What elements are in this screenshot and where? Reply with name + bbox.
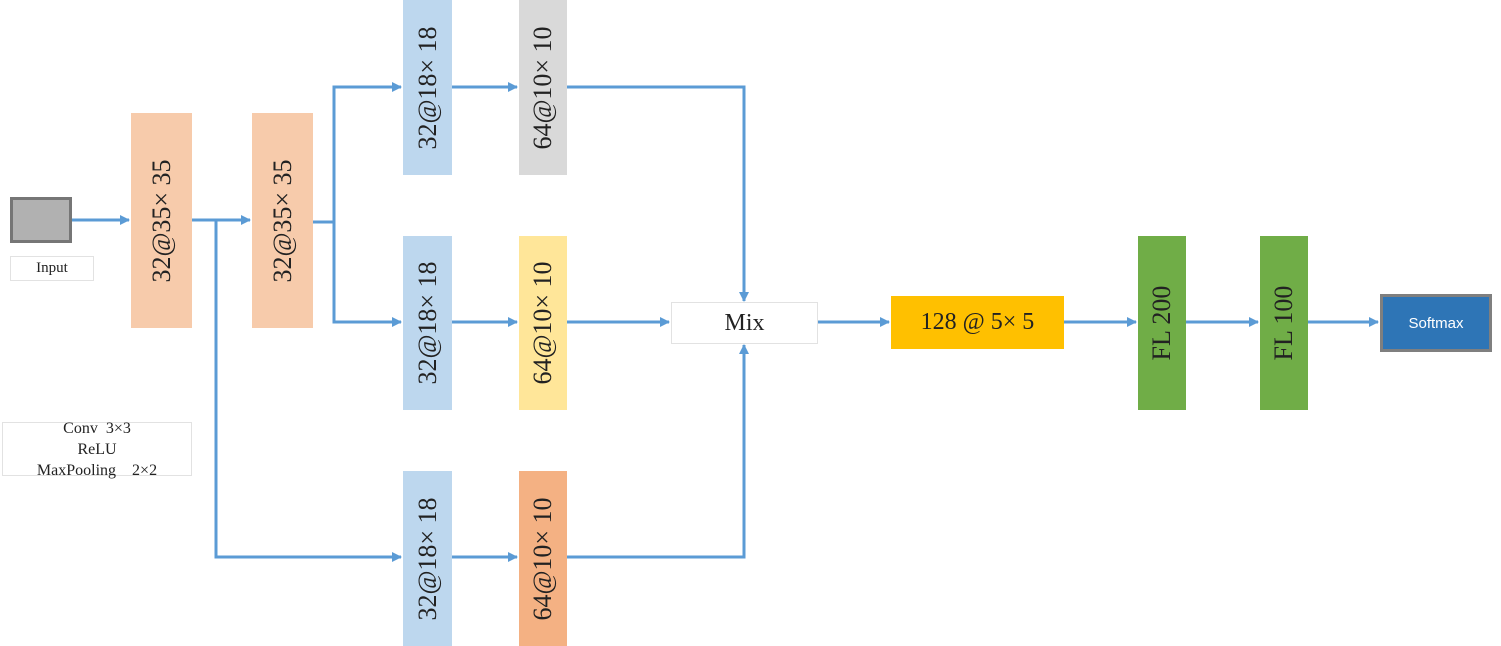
fc2-block: FL 100 xyxy=(1260,236,1308,410)
branch2-second-label: 64@10× 10 xyxy=(528,261,557,385)
branch2-first-block: 32@18× 18 xyxy=(403,236,452,410)
fc1-block: FL 200 xyxy=(1138,236,1186,410)
conv1-block: 32@35× 35 xyxy=(131,113,192,328)
merged-block: 128 @ 5× 5 xyxy=(891,296,1064,349)
arrow-conv2-to-branch2 xyxy=(332,222,402,327)
conv1-label: 32@35× 35 xyxy=(146,158,176,283)
softmax-block: Softmax xyxy=(1380,294,1492,352)
mix-label: Mix xyxy=(724,309,765,336)
conv2-label: 32@35× 35 xyxy=(267,158,297,283)
mix-block: Mix xyxy=(671,302,818,344)
branch2-second-block: 64@10× 10 xyxy=(519,236,567,410)
fc2-label: FL 100 xyxy=(1269,285,1298,361)
legend-line-maxpooling: MaxPooling 2×2 xyxy=(36,462,158,479)
softmax-label: Softmax xyxy=(1408,314,1464,332)
branch3-first-block: 32@18× 18 xyxy=(403,471,452,646)
legend-box: Conv 3×3 ReLU MaxPooling 2×2 xyxy=(2,420,192,479)
branch3-second-block: 64@10× 10 xyxy=(519,471,567,646)
branch1-second-block: 64@10× 10 xyxy=(519,0,567,175)
arrow-branch3-to-mix xyxy=(567,344,749,559)
input-label: Input xyxy=(36,260,68,276)
merged-label: 128 @ 5× 5 xyxy=(920,309,1035,335)
input-image-icon xyxy=(10,197,72,243)
arrow-conv2-to-branch1 xyxy=(313,82,402,224)
legend-line-relu: ReLU xyxy=(77,441,117,458)
arrow-branch1-to-mix xyxy=(567,85,749,302)
branch1-first-block: 32@18× 18 xyxy=(403,0,452,175)
legend-line-conv: Conv 3×3 xyxy=(63,420,131,437)
branch3-second-label: 64@10× 10 xyxy=(528,496,557,621)
input-label-box: Input xyxy=(10,256,94,281)
conv2-block: 32@35× 35 xyxy=(252,113,313,328)
fc1-label: FL 200 xyxy=(1147,285,1176,361)
arrow-conv1-to-branch3 xyxy=(214,220,402,562)
branch3-first-label: 32@18× 18 xyxy=(412,496,442,621)
branch1-second-label: 64@10× 10 xyxy=(528,25,557,150)
branch1-first-label: 32@18× 18 xyxy=(412,25,442,150)
branch2-first-label: 32@18× 18 xyxy=(412,261,442,385)
